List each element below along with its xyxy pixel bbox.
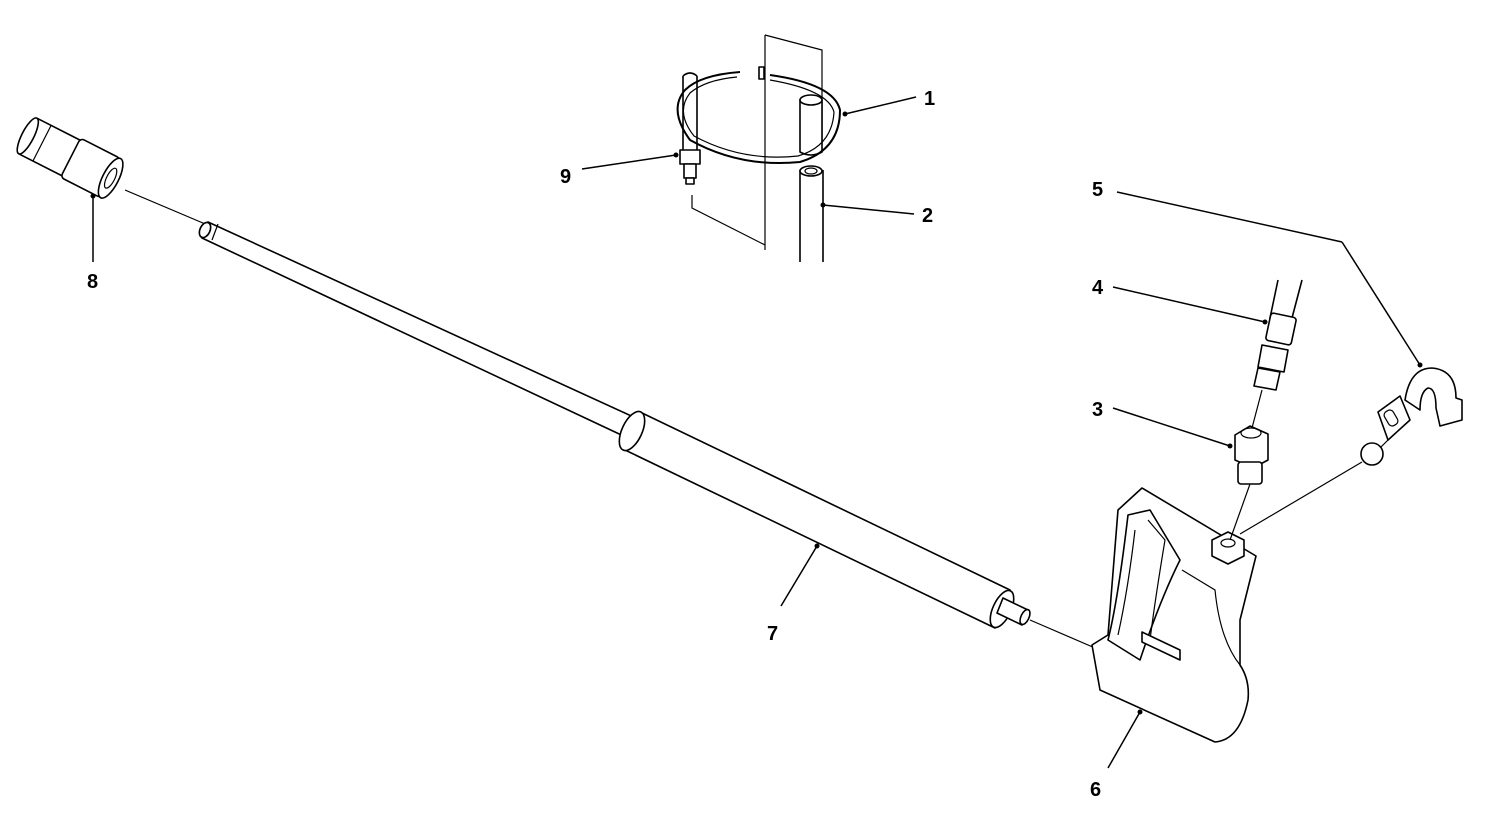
- nozzle: [16, 117, 124, 199]
- assembly-axis-line: [1229, 483, 1251, 541]
- wand: [198, 221, 1031, 629]
- leader-line-1: [844, 96, 917, 115]
- leader-line-4: [1112, 286, 1266, 323]
- callout-5: 5: [1092, 179, 1103, 201]
- leader-dot-5: [1417, 362, 1423, 368]
- leader-dot-1: [842, 111, 848, 117]
- clamp-assembly: [676, 34, 841, 262]
- leader-dot-9: [673, 152, 679, 158]
- hose-clip: [1239, 367, 1463, 535]
- callout-7: 7: [767, 623, 778, 645]
- callout-3: 3: [1092, 399, 1103, 421]
- callout-4: 4: [1092, 277, 1104, 299]
- leader-line-9: [581, 154, 677, 170]
- leader-dot-8: [90, 193, 96, 199]
- assembly-axis-line: [1029, 619, 1096, 649]
- assembly-axis-line: [1251, 389, 1263, 429]
- callout-6: 6: [1090, 779, 1101, 801]
- callout-9: 9: [560, 166, 571, 188]
- leader-dot-3: [1227, 443, 1233, 449]
- callout-1: 1: [924, 88, 935, 110]
- hose: [1253, 279, 1303, 391]
- adapter-fitting: [1234, 425, 1269, 485]
- gun-handle: [1091, 487, 1257, 743]
- clamp-fastener: [679, 72, 701, 185]
- callout-8: 8: [87, 271, 98, 293]
- leader-dot-2: [820, 202, 826, 208]
- leader-line-5b: [1341, 241, 1421, 366]
- leader-line-7: [780, 545, 818, 607]
- leader-dot-6: [1137, 709, 1143, 715]
- leader-lines: [90, 96, 1423, 769]
- leader-line-6: [1107, 711, 1141, 769]
- leader-dot-7: [814, 543, 820, 549]
- leader-dot-4: [1262, 319, 1268, 325]
- leader-line-5: [1116, 191, 1343, 243]
- leader-line-2: [822, 204, 915, 215]
- callout-2: 2: [922, 205, 933, 227]
- clamp-band: [676, 66, 841, 165]
- callout-labels: 1 2 3 4 5 6 7 8 9: [87, 88, 1104, 801]
- assembly-axis-line: [124, 189, 211, 227]
- leader-line-3: [1112, 407, 1231, 447]
- tube: [799, 165, 824, 262]
